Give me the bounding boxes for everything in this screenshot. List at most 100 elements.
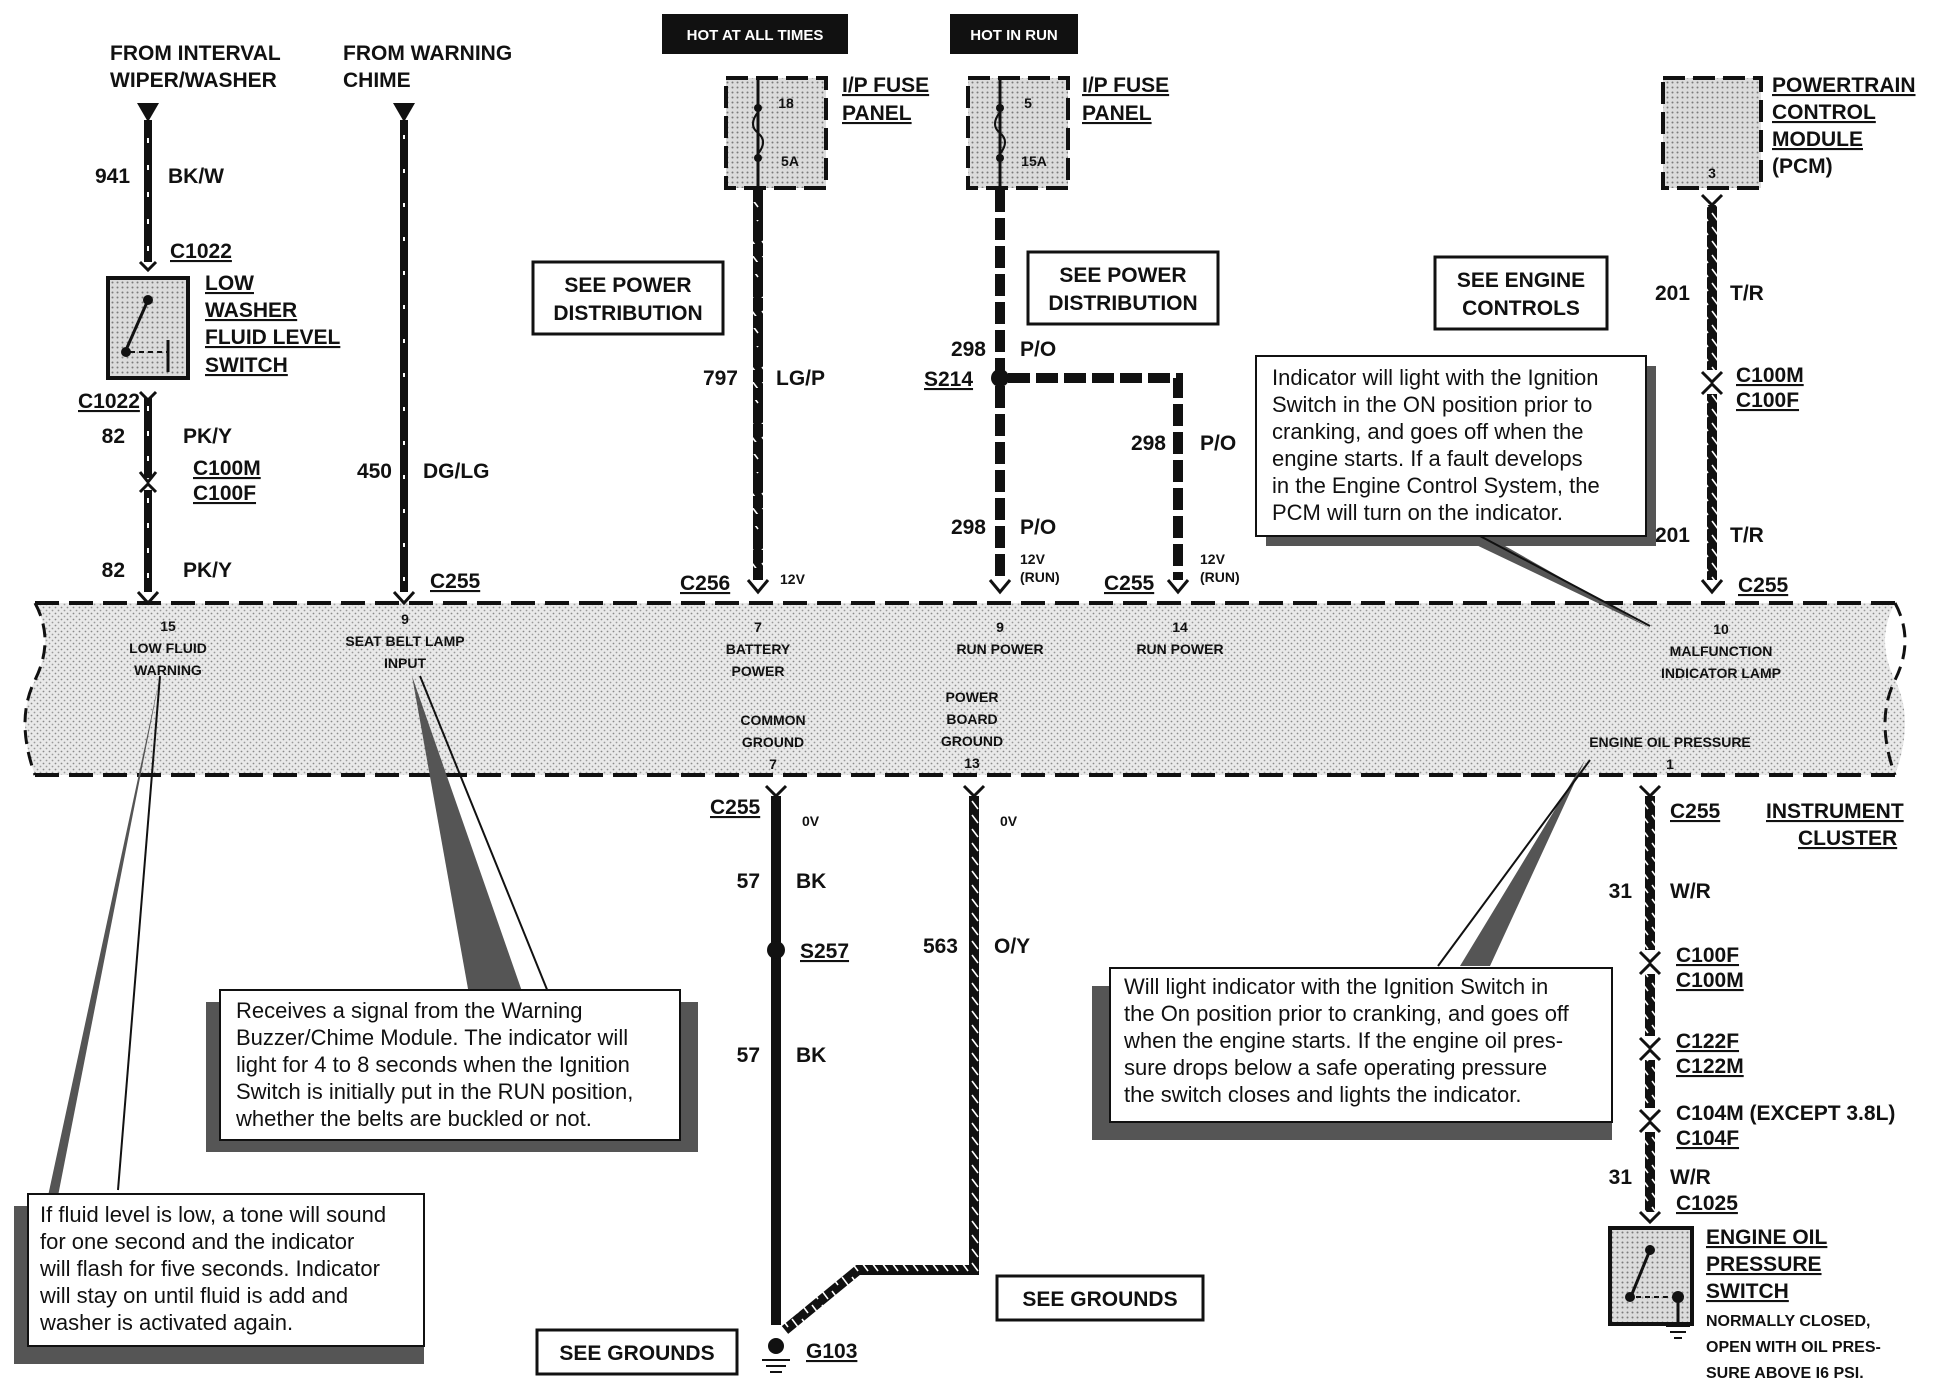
splice-icon (991, 369, 1009, 387)
pin-label: ENGINE OIL PRESSURE (1589, 734, 1751, 750)
see-power-distribution-right[interactable]: SEE POWER DISTRIBUTION (1026, 250, 1220, 326)
fuse-panel-label: I/P FUSE (842, 74, 929, 97)
pin-number: 15 (160, 618, 176, 634)
wire-color: T/R (1730, 524, 1764, 547)
wire-563 (781, 796, 979, 1334)
pin-label: MALFUNCTION (1670, 643, 1773, 659)
voltage-reading: 0V (1000, 813, 1018, 829)
reference-label: DISTRIBUTION (553, 302, 702, 325)
wire-color: P/O (1020, 338, 1056, 361)
pin-label: COMMON (740, 712, 805, 728)
wire-circuit-number: 82 (102, 425, 125, 448)
pin-label: POWER (946, 689, 999, 705)
pin-label: LOW FLUID (129, 640, 207, 656)
note-line: Buzzer/Chime Module. The indicator will (236, 1025, 628, 1050)
connector-icon (1638, 1036, 1662, 1062)
module-label: POWERTRAIN (1772, 74, 1916, 97)
hot-in-run-tag (950, 14, 1078, 54)
pcm-pin: 3 (1708, 165, 1716, 181)
pin-10-malfunction: 10 MALFUNCTION INDICATOR LAMP (1661, 621, 1781, 681)
note-line: Switch is initially put in the RUN posit… (236, 1079, 633, 1104)
connector-label: C256 (680, 572, 730, 595)
pin-label: BOARD (946, 711, 997, 727)
connector-label: C1022 (78, 390, 140, 413)
voltage-reading: 12V (1020, 551, 1046, 567)
connector-label: C100M (1676, 969, 1744, 992)
switch-label: LOW (205, 272, 254, 295)
voltage-reading: 0V (802, 813, 820, 829)
reference-label: SEE POWER (564, 274, 691, 297)
wire-color: W/R (1670, 1166, 1711, 1189)
connector-icon (1700, 370, 1724, 396)
reference-label: SEE POWER (1059, 264, 1186, 287)
note-line: cranking, and goes off when the (1272, 419, 1583, 444)
connector-label: C104M (EXCEPT 3.8L) (1676, 1102, 1895, 1125)
note-line: Receives a signal from the Warning (236, 998, 582, 1023)
wire-color: P/O (1020, 516, 1056, 539)
pin-number: 9 (996, 619, 1004, 635)
pin-label: GROUND (742, 734, 804, 750)
switch-label: SWITCH (1706, 1280, 1789, 1303)
wire-circuit-number: 57 (737, 1044, 760, 1067)
switch-spec: OPEN WITH OIL PRES- (1706, 1339, 1881, 1356)
hot-label: HOT AT ALL TIMES (687, 27, 824, 44)
connector-label: C100M (193, 457, 261, 480)
cluster-title: INSTRUMENT (1766, 800, 1904, 823)
wire-color: BK/W (168, 165, 224, 188)
see-power-distribution-left[interactable]: SEE POWER DISTRIBUTION (531, 260, 725, 336)
splice-label: S214 (924, 368, 973, 391)
note-line: the switch closes and lights the indicat… (1124, 1082, 1521, 1107)
arrow-down-icon (393, 103, 415, 122)
fuse-panel-label: PANEL (1082, 102, 1152, 125)
connector-label: C100M (1736, 364, 1804, 387)
wire-circuit-number: 941 (95, 165, 130, 188)
see-engine-controls[interactable]: SEE ENGINE CONTROLS (1433, 255, 1609, 331)
connector-label: C122F (1676, 1030, 1739, 1053)
wire-circuit-number: 298 (1131, 432, 1166, 455)
pin-13-power-board-ground: POWER BOARD GROUND 13 (941, 689, 1003, 771)
hot-label: HOT IN RUN (970, 27, 1058, 44)
wire-color: PK/Y (183, 559, 232, 582)
pin-number: 10 (1713, 621, 1729, 637)
fuse-18: 18 5A (724, 76, 828, 190)
pin-number: 7 (769, 756, 777, 772)
wire-color: DG/LG (423, 460, 490, 483)
source-label: FROM INTERVAL (110, 42, 281, 65)
voltage-reading: 12V (1200, 551, 1226, 567)
voltage-reading: (RUN) (1020, 569, 1060, 585)
wire-color: BK (796, 870, 826, 893)
ground-icon (768, 1338, 784, 1354)
pin-number: 9 (401, 611, 409, 627)
note-line: PCM will turn on the indicator. (1272, 500, 1563, 525)
note-line: the On position prior to cranking, and g… (1124, 1001, 1570, 1026)
note-line: engine starts. If a fault develops (1272, 446, 1583, 471)
note-line: will flash for five seconds. Indicator (39, 1256, 380, 1281)
voltage-reading: (RUN) (1200, 569, 1240, 585)
note-line: sure drops below a safe operating pressu… (1124, 1055, 1547, 1080)
connector-label: C104F (1676, 1127, 1739, 1150)
cluster-title: CLUSTER (1798, 827, 1897, 850)
see-grounds-left[interactable]: SEE GROUNDS (535, 1328, 739, 1376)
pin-label: INDICATOR LAMP (1661, 665, 1781, 681)
wire-circuit-number: 57 (737, 870, 760, 893)
wire-color: PK/Y (183, 425, 232, 448)
wire-color: BK (796, 1044, 826, 1067)
wire-circuit-number: 31 (1609, 1166, 1633, 1189)
see-grounds-right[interactable]: SEE GROUNDS (995, 1274, 1205, 1322)
reference-label: SEE GROUNDS (559, 1342, 714, 1365)
connector-label: C255 (710, 796, 761, 819)
connector-icon (1638, 950, 1662, 976)
source-label: FROM WARNING (343, 42, 512, 65)
wire-circuit-number: 201 (1655, 282, 1690, 305)
fuse-panel-label: I/P FUSE (1082, 74, 1169, 97)
pin-label: WARNING (134, 662, 202, 678)
note-line: If fluid level is low, a tone will sound (40, 1202, 386, 1227)
pcm-module: 3 (1661, 76, 1763, 190)
wire-color: W/R (1670, 880, 1711, 903)
note-fluid-level: If fluid level is low, a tone will sound… (14, 675, 425, 1364)
note-seat-belt: Receives a signal from the Warning Buzze… (206, 675, 698, 1152)
fuse-panel-label: PANEL (842, 102, 912, 125)
instrument-cluster-band (23, 601, 1907, 777)
